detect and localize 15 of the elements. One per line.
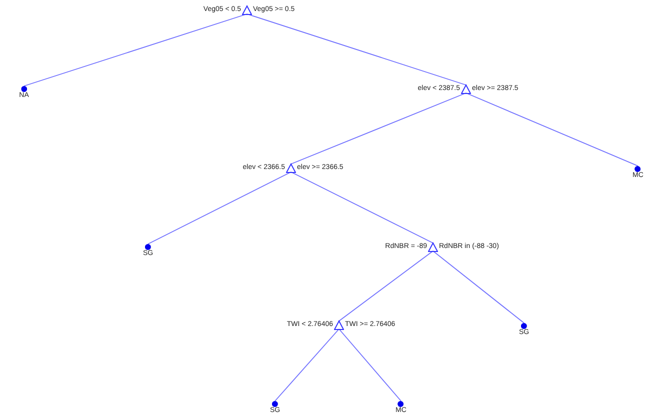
split-node [203,5,295,15]
tree-branch [432,250,524,324]
tree-branch [466,92,638,166]
split-node [418,84,518,94]
tree-branch [274,328,340,402]
split-node [242,163,344,173]
split-node [385,242,499,252]
split-node [286,320,396,330]
tree-branch [290,172,434,244]
tree-branch [24,14,248,86]
tree-branch [148,172,292,244]
tree-branch [338,328,402,402]
tree-branch [338,250,434,322]
tree-branch [246,14,466,86]
tree-branch [290,92,466,164]
